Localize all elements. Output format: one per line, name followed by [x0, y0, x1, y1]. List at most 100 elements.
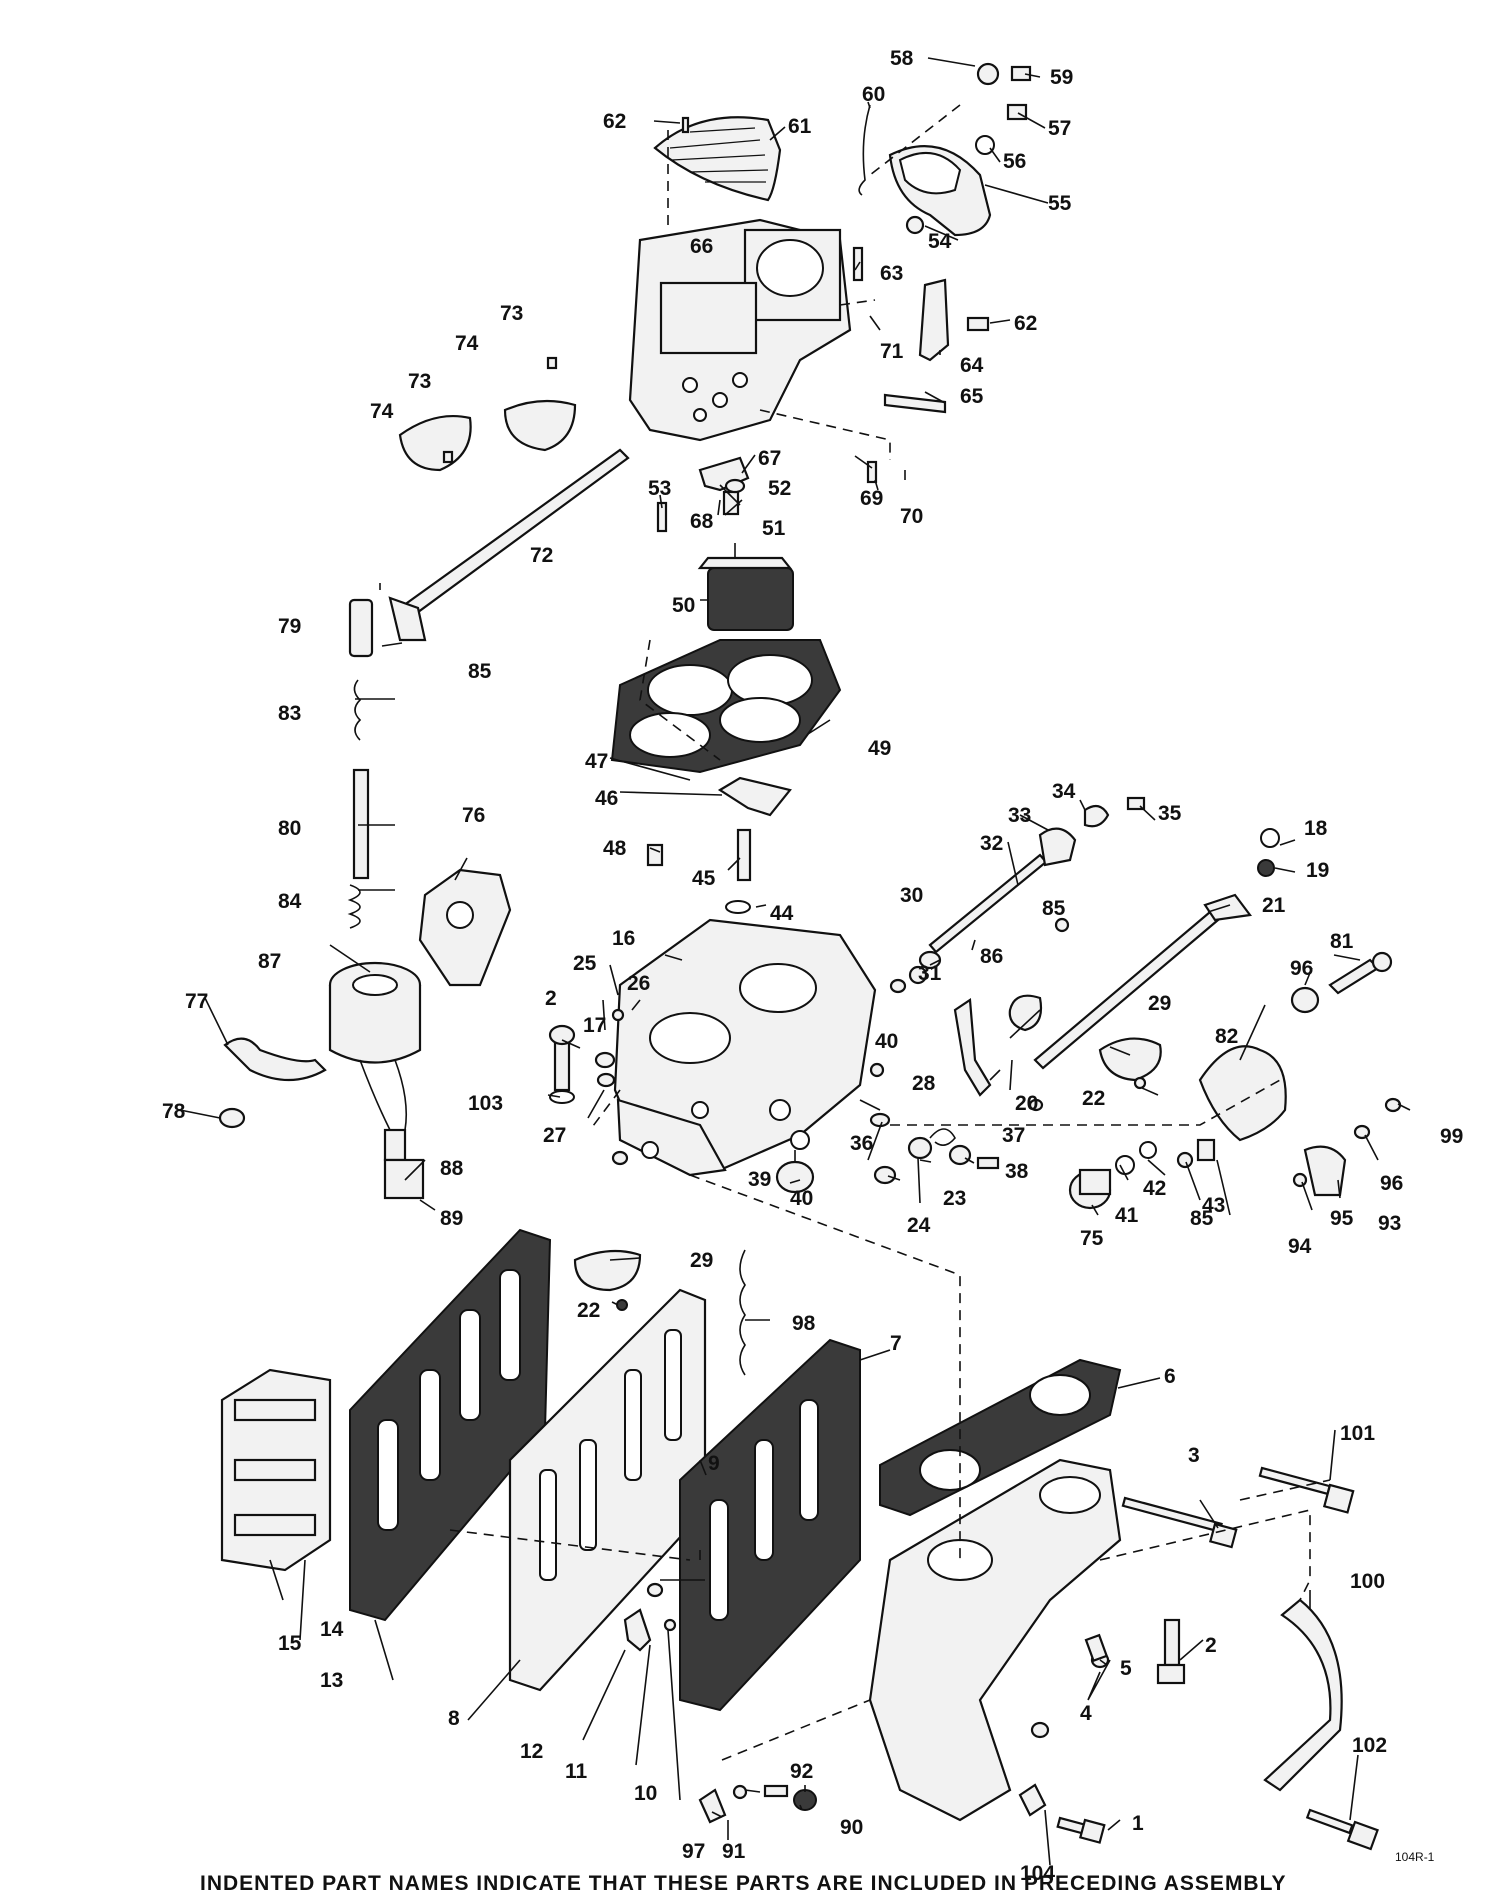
part-label-71: 71: [880, 340, 904, 363]
part-label-36: 36: [850, 1132, 873, 1155]
part-label-62: 62: [1014, 312, 1037, 335]
part-label-52: 52: [768, 477, 791, 500]
part-label-45: 45: [692, 867, 716, 890]
part-label-103: 103: [468, 1092, 503, 1115]
part-label-1: 1: [1132, 1812, 1144, 1835]
choke-solenoid-assembly: [218, 598, 512, 1200]
part-label-91: 91: [722, 1840, 746, 1863]
part-label-55: 55: [1048, 192, 1072, 215]
part-label-9: 9: [708, 1452, 720, 1475]
part-label-92: 92: [790, 1760, 813, 1783]
part-label-20: 20: [1015, 1092, 1038, 1115]
part-label-22: 22: [1082, 1087, 1105, 1110]
part-label-94: 94: [1288, 1235, 1312, 1258]
alignment-lines: [449, 104, 1331, 1761]
part-label-78: 78: [162, 1100, 186, 1123]
part-label-19: 19: [1306, 859, 1329, 882]
part-label-18: 18: [1304, 817, 1328, 840]
part-label-46: 46: [595, 787, 618, 810]
part-label-73: 73: [408, 370, 431, 393]
part-label-38: 38: [1005, 1160, 1029, 1183]
intake-manifold: [698, 1458, 1379, 1851]
part-label-40: 40: [875, 1030, 898, 1053]
carburetor-upper-body: [628, 62, 1032, 442]
part-label-85: 85: [1190, 1207, 1214, 1230]
part-label-16: 16: [612, 927, 635, 950]
part-label-27: 27: [543, 1124, 566, 1147]
part-label-17: 17: [583, 1014, 606, 1037]
part-label-22: 22: [577, 1299, 600, 1322]
part-label-74: 74: [455, 332, 479, 355]
part-label-77: 77: [185, 990, 208, 1013]
part-label-11: 11: [565, 1760, 588, 1783]
gasket-49: [610, 639, 842, 774]
part-label-32: 32: [980, 832, 1003, 855]
gasket-7: [679, 1338, 861, 1712]
part-label-87: 87: [258, 950, 281, 973]
part-label-26: 26: [627, 972, 650, 995]
part-label-30: 30: [900, 884, 923, 907]
part-label-95: 95: [1330, 1207, 1354, 1230]
part-label-82: 82: [1215, 1025, 1238, 1048]
part-label-79: 79: [278, 615, 301, 638]
part-label-85: 85: [468, 660, 492, 683]
part-label-2: 2: [1205, 1634, 1217, 1657]
reed-block-15: [220, 1368, 332, 1572]
part-label-31: 31: [918, 962, 942, 985]
part-label-74: 74: [370, 400, 394, 423]
part-label-5: 5: [1120, 1657, 1132, 1680]
part-label-90: 90: [840, 1816, 863, 1839]
part-label-61: 61: [788, 115, 812, 138]
throttle-shaft-assembly: [388, 356, 630, 642]
part-label-40: 40: [790, 1187, 813, 1210]
part-label-69: 69: [860, 487, 883, 510]
part-label-97: 97: [682, 1840, 705, 1863]
part-number-labels: 1 2 2 3 4 5 6 7 8 9 10 11 12 13 14 15 16…: [162, 47, 1463, 1885]
part-label-4: 4: [1080, 1702, 1092, 1725]
part-label-56: 56: [1003, 150, 1026, 173]
gasket-13: [349, 1228, 552, 1622]
part-label-67: 67: [758, 447, 781, 470]
figure-code: 104R-1: [1395, 1850, 1435, 1864]
part-label-62: 62: [603, 110, 626, 133]
manifold-gasket-6: [879, 1358, 1122, 1517]
part-label-88: 88: [440, 1157, 464, 1180]
part-label-34: 34: [1052, 780, 1076, 803]
part-label-96: 96: [1290, 957, 1313, 980]
part-label-8: 8: [448, 1707, 460, 1730]
part-label-85: 85: [1042, 897, 1066, 920]
leader-lines: [179, 57, 1411, 1866]
part-label-54: 54: [928, 230, 952, 253]
float-assembly: [656, 456, 878, 631]
part-label-59: 59: [1050, 66, 1073, 89]
part-label-23: 23: [943, 1187, 966, 1210]
part-label-101: 101: [1340, 1422, 1375, 1445]
part-label-64: 64: [960, 354, 984, 377]
part-label-33: 33: [1008, 804, 1031, 827]
reed-gasket-29: [573, 1249, 746, 1376]
part-label-96: 96: [1380, 1172, 1403, 1195]
part-label-41: 41: [1115, 1204, 1139, 1227]
part-label-44: 44: [770, 902, 794, 925]
part-label-25: 25: [573, 952, 597, 975]
part-label-3: 3: [1188, 1444, 1200, 1467]
part-label-12: 12: [520, 1740, 543, 1763]
carburetor-main-body: [548, 776, 885, 1194]
part-label-83: 83: [278, 702, 301, 725]
part-label-98: 98: [792, 1312, 816, 1335]
part-label-65: 65: [960, 385, 984, 408]
part-label-28: 28: [912, 1072, 936, 1095]
part-label-7: 7: [890, 1332, 902, 1355]
reed-plate-8: [508, 1288, 707, 1692]
part-label-47: 47: [585, 750, 608, 773]
part-label-70: 70: [900, 505, 923, 528]
part-label-73: 73: [500, 302, 523, 325]
part-label-24: 24: [907, 1214, 931, 1237]
part-label-84: 84: [278, 890, 302, 913]
part-label-53: 53: [648, 477, 671, 500]
part-label-37: 37: [1002, 1124, 1025, 1147]
part-label-93: 93: [1378, 1212, 1401, 1235]
part-label-13: 13: [320, 1669, 343, 1692]
part-label-21: 21: [1262, 894, 1286, 917]
part-label-58: 58: [890, 47, 914, 70]
